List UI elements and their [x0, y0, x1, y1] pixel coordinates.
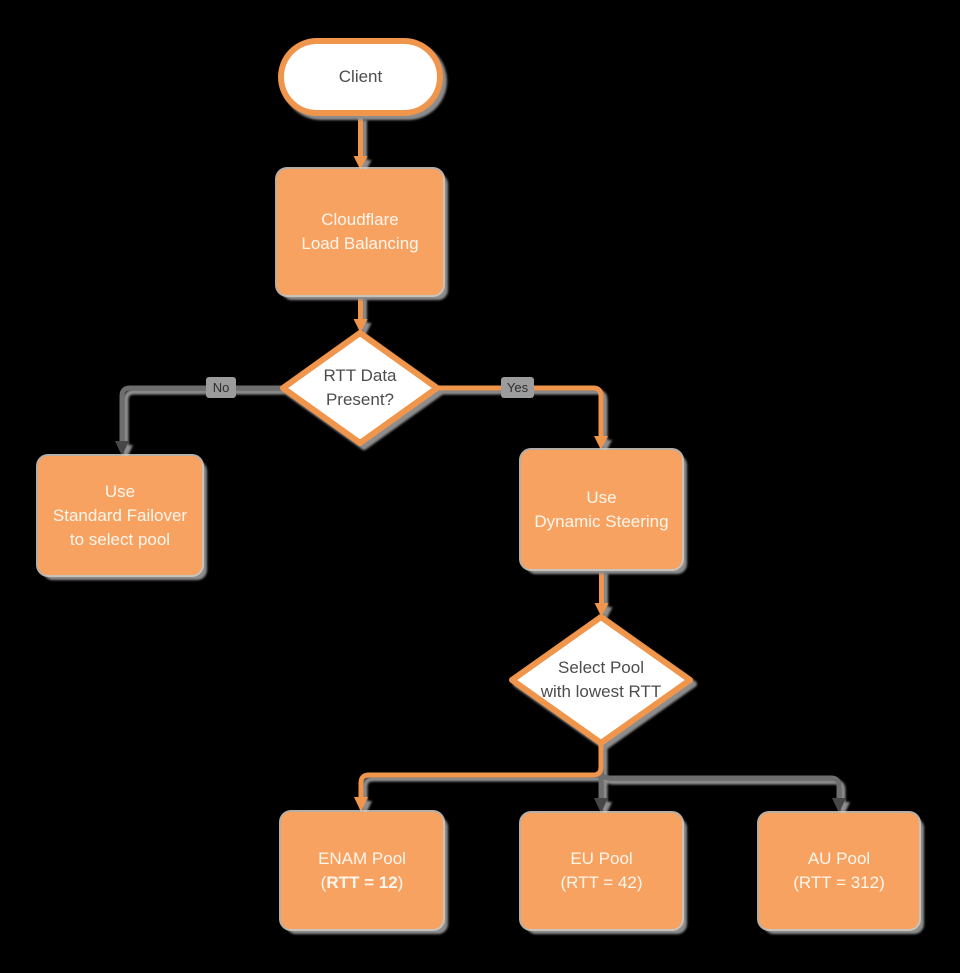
arrowhead-enam-pool [354, 797, 368, 812]
edge-rtt-to-dynamic-steering [436, 385, 604, 437]
enam-rtt-close-paren: ) [397, 872, 404, 892]
edge-label-no: No [206, 377, 236, 398]
arrowhead-eu-pool [594, 798, 608, 813]
dynamic-steering-line2: Dynamic Steering [534, 511, 669, 531]
node-enam-pool: ENAM Pool (RTT = 12) [281, 812, 443, 929]
node-cloudflare-load-balancing: Cloudflare Load Balancing [277, 169, 443, 295]
dynamic-steering-line1: Use [586, 487, 617, 507]
arrowhead-lb [353, 156, 368, 170]
node-eu-pool: EU Pool (RTT = 42) [521, 813, 682, 929]
au-pool-line1: AU Pool [807, 849, 871, 868]
cloudflare-label-line2: Load Balancing [301, 234, 419, 253]
edge-selectpool-to-enam [358, 742, 604, 798]
no-label-text: No [212, 380, 230, 395]
eu-pool-line2: (RTT = 42) [560, 873, 643, 892]
client-label: Client [338, 67, 383, 86]
arrowhead-au-pool [832, 798, 846, 813]
enam-rtt-open-paren: ( [320, 872, 327, 892]
node-standard-failover: Use Standard Failover to select pool [38, 456, 202, 575]
node-client: Client [278, 38, 443, 116]
arrowhead-rtt-decision [353, 319, 368, 333]
node-au-pool: AU Pool (RTT = 312) [759, 813, 919, 929]
node-select-pool-shape [509, 614, 693, 746]
enam-rtt-value: RTT = 12 [326, 872, 398, 892]
arrowhead-dynamic-steering [594, 436, 608, 450]
eu-pool-line1: EU Pool [570, 849, 633, 868]
arrowhead-standard-failover [115, 441, 129, 456]
edge-label-yes: Yes [501, 377, 534, 398]
node-dynamic-steering: Use Dynamic Steering [521, 450, 682, 569]
au-pool-line2: (RTT = 312) [793, 873, 885, 892]
arrowhead-select-pool [594, 603, 609, 617]
edge-selectpool-to-au [598, 742, 842, 799]
cloudflare-label-line1: Cloudflare [321, 210, 399, 229]
enam-pool-rtt: (RTT = 12) [321, 871, 404, 895]
enam-pool-line1: ENAM Pool [318, 848, 406, 868]
standard-failover-line3: to select pool [69, 529, 171, 549]
node-rtt-decision-shape [280, 330, 440, 446]
yes-label-text: Yes [506, 380, 529, 395]
standard-failover-line1: Use [104, 481, 136, 501]
edge-rtt-to-standard-failover [119, 385, 286, 442]
standard-failover-line2: Standard Failover [52, 505, 188, 525]
